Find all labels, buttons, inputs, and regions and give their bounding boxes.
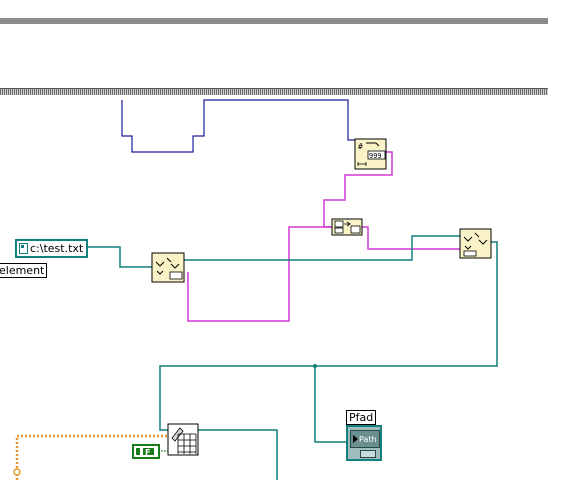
build-path-node[interactable] bbox=[331, 218, 363, 236]
string-wire-loop[interactable] bbox=[187, 226, 332, 322]
path-wire-right-down[interactable] bbox=[159, 241, 498, 431]
table-icon bbox=[171, 427, 197, 454]
error-cluster-wire[interactable] bbox=[15, 434, 168, 480]
path-icon bbox=[19, 243, 28, 254]
path-wire-const-to-node[interactable] bbox=[78, 246, 152, 268]
path-wire-node-to-right[interactable] bbox=[184, 235, 460, 261]
path-indicator-icon bbox=[353, 435, 358, 443]
path-wire-table-out[interactable] bbox=[198, 429, 278, 480]
element-label[interactable]: element bbox=[0, 263, 48, 278]
frame-top-border bbox=[0, 18, 548, 24]
path-wire-to-pfad[interactable] bbox=[314, 366, 347, 443]
strip-path-node-right[interactable] bbox=[459, 228, 492, 259]
wire-junction bbox=[313, 364, 317, 368]
write-node-display: 999 bbox=[369, 152, 382, 160]
string-wire-build-to-node[interactable] bbox=[362, 226, 460, 250]
table-node[interactable] bbox=[167, 423, 199, 456]
error-wire-junction bbox=[13, 468, 21, 476]
strip-path-icon bbox=[463, 232, 488, 257]
pfad-label-text: Pfad bbox=[349, 411, 374, 424]
fp-node-icon bbox=[155, 257, 183, 280]
svg-text:#: # bbox=[358, 142, 363, 151]
write-file-icon: # 999 bbox=[357, 142, 386, 166]
boolean-constant-value: F bbox=[145, 448, 150, 457]
pfad-indicator-badge: Path bbox=[359, 434, 377, 444]
pfad-label[interactable]: Pfad bbox=[346, 410, 377, 425]
write-file-node[interactable]: # 999 bbox=[354, 138, 387, 170]
path-constant-value: c:\test.txt bbox=[30, 242, 84, 255]
path-constant[interactable]: c:\test.txt bbox=[15, 239, 89, 258]
element-label-text: element bbox=[0, 264, 45, 277]
boolean-constant[interactable]: F bbox=[132, 444, 160, 459]
build-path-icon bbox=[334, 220, 361, 234]
blue-wire[interactable] bbox=[121, 99, 355, 153]
frame-inner-border bbox=[0, 88, 548, 95]
string-wire-write-out[interactable] bbox=[323, 151, 393, 228]
pfad-indicator[interactable]: Path bbox=[346, 425, 382, 461]
strip-path-node-left[interactable] bbox=[151, 252, 185, 283]
